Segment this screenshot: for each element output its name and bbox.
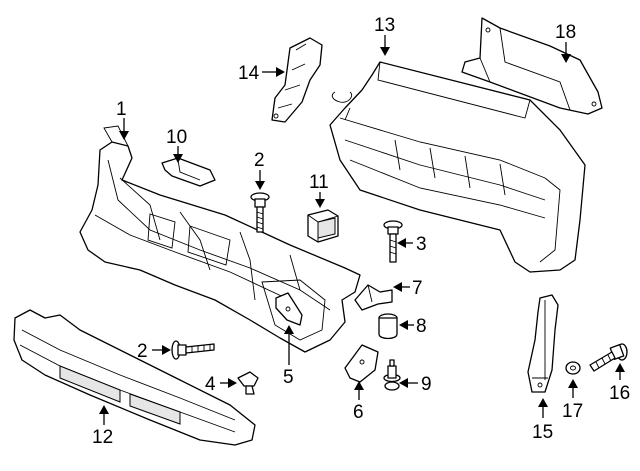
part-4-push-pin [237, 371, 259, 395]
part-12-bumper-reinforcement [13, 309, 256, 446]
callout-18: 18 [555, 22, 576, 43]
callout-3: 3 [416, 234, 427, 255]
callout-2-lower: 2 [137, 341, 148, 362]
part-5-plate [275, 292, 303, 326]
part-2-bolt-lower [171, 340, 215, 360]
part-18-shield [461, 17, 603, 115]
callout-4: 4 [205, 374, 216, 395]
callout-17: 17 [562, 401, 583, 422]
callout-9: 9 [421, 374, 432, 395]
part-15-bracket [527, 294, 559, 393]
callout-14: 14 [238, 63, 260, 84]
part-14-bracket [271, 37, 323, 123]
part-10-bracket [161, 157, 216, 187]
part-6-bracket [344, 344, 379, 383]
callout-7: 7 [412, 278, 423, 299]
callout-13: 13 [374, 15, 395, 36]
callout-labels: 1 10 2 11 14 13 18 3 7 8 5 6 9 2 4 12 15… [92, 15, 630, 448]
callout-12: 12 [92, 427, 113, 448]
part-7-bracket [354, 284, 393, 311]
part-8-bumper-stop [378, 313, 398, 340]
callout-8: 8 [416, 316, 427, 337]
callout-5: 5 [283, 367, 294, 388]
leader-lines [99, 35, 625, 425]
callout-11: 11 [309, 172, 329, 193]
callout-15: 15 [532, 422, 553, 443]
callout-10: 10 [166, 127, 187, 148]
part-3-bolt [383, 220, 403, 263]
part-13-air-shutter [329, 61, 586, 273]
part-16-bolt [589, 343, 628, 372]
callout-1: 1 [116, 99, 127, 120]
part-2-bolt-upper [250, 192, 270, 233]
part-17-washer [565, 361, 581, 375]
part-11-clip [307, 209, 339, 243]
callout-6: 6 [353, 402, 364, 423]
part-9-bolt [383, 359, 401, 391]
callout-2-upper: 2 [254, 150, 265, 171]
callout-16: 16 [609, 383, 630, 404]
